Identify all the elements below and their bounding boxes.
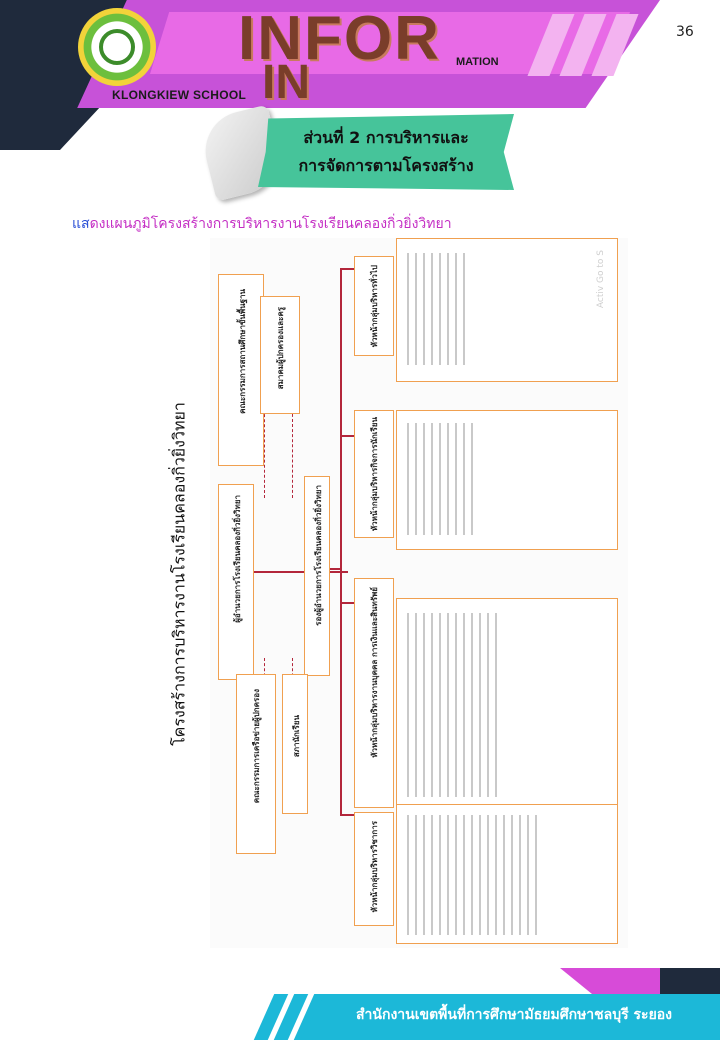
section-banner: ส่วนที่ 2 การบริหารและ การจัดการตามโครงส… xyxy=(258,114,514,190)
chart-caption-first: แส xyxy=(72,216,90,232)
org-box-parent-network: คณะกรรมการเครือข่ายผู้ปกครอง xyxy=(236,674,276,854)
task-list-lines xyxy=(407,253,467,365)
task-box-personnel xyxy=(396,598,618,810)
footer-office-name: สำนักงานเขตพื้นที่การศึกษามัธยมศึกษาชลบุ… xyxy=(356,1007,673,1023)
school-logo xyxy=(78,8,156,86)
logo-emblem-icon xyxy=(99,29,135,65)
org-box-board: คณะกรรมการสถานศึกษาขั้นพื้นฐาน xyxy=(218,274,264,466)
org-box-deputy: รองผู้อำนวยการโรงเรียนคลองกิ่วยิ่งวิทยา xyxy=(304,476,330,676)
section-title-line2: การจัดการตามโครงสร้าง xyxy=(298,156,474,175)
task-list-lines xyxy=(407,613,497,797)
org-label-parents-association: สมาคมผู้ปกครองและครู xyxy=(276,307,285,390)
org-label-director: ผู้อำนวยการโรงเรียนคลองกิ่วยิ่งวิทยา xyxy=(233,495,242,623)
chart-caption-rest: ดงแผนภูมิโครงสร้างการบริหารงานโรงเรียนคล… xyxy=(89,216,452,232)
footer-band xyxy=(300,994,720,1040)
task-list-lines xyxy=(407,815,537,935)
org-label-deputy: รองผู้อำนวยการโรงเรียนคลองกิ่วยิ่งวิทยา xyxy=(314,485,323,626)
org-chart: คณะกรรมการสถานศึกษาขั้นพื้นฐาน สมาคมผู้ป… xyxy=(210,238,628,948)
org-box-group-academic: หัวหน้ากลุ่มบริหารวิชาการ xyxy=(354,812,394,926)
org-box-parents-association: สมาคมผู้ปกครองและครู xyxy=(260,296,300,414)
org-label-group-student-affairs: หัวหน้ากลุ่มบริหารกิจการนักเรียน xyxy=(370,417,379,532)
connector-line xyxy=(254,571,348,573)
task-list-lines xyxy=(407,423,475,535)
task-box-general xyxy=(396,238,618,382)
connector-line xyxy=(340,268,342,816)
task-box-student-affairs xyxy=(396,410,618,550)
page-number: 36 xyxy=(676,24,694,40)
org-box-group-general: หัวหน้ากลุ่มบริหารทั่วไป xyxy=(354,256,394,356)
activate-watermark: Activ Go to S xyxy=(596,250,606,309)
org-label-group-personnel: หัวหน้ากลุ่มบริหารงานบุคคล การเงินและสิน… xyxy=(370,587,379,758)
dashed-connector xyxy=(292,348,293,498)
org-box-group-personnel: หัวหน้ากลุ่มบริหารงานบุคคล การเงินและสิน… xyxy=(354,578,394,808)
org-box-student-council: สภานักเรียน xyxy=(282,674,308,814)
header-title-infor: INFOR xyxy=(238,4,441,73)
org-label-group-academic: หัวหน้ากลุ่มบริหารวิชาการ xyxy=(370,821,379,913)
chart-caption: แสดงแผนภูมิโครงสร้างการบริหารงานโรงเรียน… xyxy=(72,213,452,235)
org-label-parent-network: คณะกรรมการเครือข่ายผู้ปกครอง xyxy=(252,689,261,804)
school-name: KLONGKIEW SCHOOL xyxy=(112,88,247,102)
header-title-in: IN xyxy=(262,56,310,109)
org-label-group-general: หัวหน้ากลุ่มบริหารทั่วไป xyxy=(370,265,379,348)
org-label-student-council: สภานักเรียน xyxy=(292,715,301,758)
connector-line xyxy=(322,568,342,570)
org-label-board: คณะกรรมการสถานศึกษาขั้นพื้นฐาน xyxy=(238,289,247,414)
section-title-line1: ส่วนที่ 2 การบริหารและ xyxy=(303,128,469,147)
org-box-director: ผู้อำนวยการโรงเรียนคลองกิ่วยิ่งวิทยา xyxy=(218,484,254,680)
org-box-group-student-affairs: หัวหน้ากลุ่มบริหารกิจการนักเรียน xyxy=(354,410,394,538)
org-chart-title: โครงสร้างการบริหารงานโรงเรียนคลองกิ่วยิ่… xyxy=(169,402,189,746)
header-title-suffix: MATION xyxy=(456,56,499,68)
task-box-academic xyxy=(396,804,618,944)
